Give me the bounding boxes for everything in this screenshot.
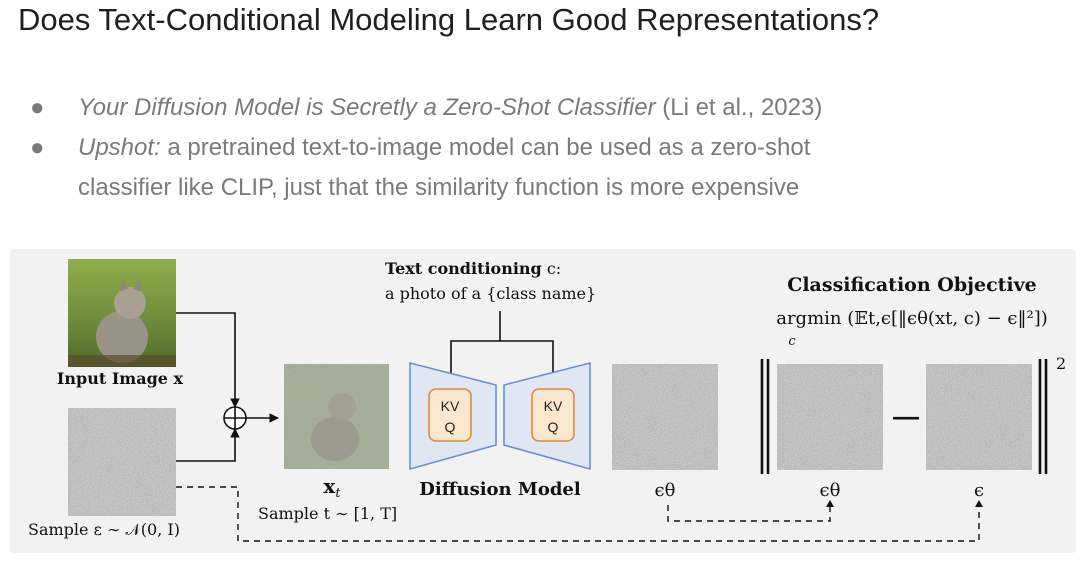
eps-label: ϵ: [974, 480, 984, 501]
input-cat-image: [68, 259, 176, 367]
objective-eps-theta-image: [777, 364, 883, 470]
noisy-image-xt: [284, 364, 389, 469]
condition-left-arrow: [446, 340, 500, 388]
objective-title: Classification Objective: [787, 274, 1037, 296]
noise-sample-label: Sample ε ∼ 𝒩(0, I): [28, 520, 180, 539]
text-conditioning-title: Text conditioning c:: [385, 259, 561, 278]
slide-title: Does Text-Conditional Modeling Learn Goo…: [18, 2, 880, 37]
text-conditioning-prompt: a photo of a {class name}: [385, 284, 596, 303]
diffusion-classifier-figure: Input Image x Sample ε ∼ 𝒩(0, I) xt Samp…: [28, 259, 1066, 542]
noise-dashed-link: [176, 486, 980, 542]
upshot-text-continuation: classifier like CLIP, just that the simi…: [78, 174, 800, 201]
objective-eps-image: [926, 364, 1032, 470]
diffusion-model-label: Diffusion Model: [419, 479, 581, 500]
eps-theta-dashed-link: [667, 503, 831, 522]
xt-label: xt: [323, 474, 341, 501]
bullet-dot: ●: [30, 94, 45, 121]
noise-to-plus-line: [176, 428, 240, 462]
upshot-text: a pretrained text-to-image model can be …: [160, 134, 811, 161]
svg-text:Q: Q: [445, 419, 456, 435]
eps-theta-label-2: ϵθ: [820, 480, 841, 501]
kv-q-block-right: KV Q: [531, 388, 575, 442]
bullet-dot: ●: [30, 134, 45, 161]
noise-image: [68, 408, 176, 516]
norm-squared: 2: [1056, 354, 1066, 373]
kv-q-block-left: KV Q: [428, 388, 472, 442]
paper-title: Your Diffusion Model is Secretly a Zero-…: [78, 94, 656, 121]
image-to-plus-line: [176, 312, 240, 408]
objective-formula: argmin (𝔼t,ϵ[‖ϵθ(xt, c) − ϵ‖²]): [776, 308, 1048, 329]
minus-sign: —: [893, 401, 919, 431]
upshot-label: Upshot:: [78, 134, 161, 161]
citation: (Li et al., 2023): [655, 94, 823, 121]
svg-text:KV: KV: [544, 398, 563, 414]
svg-text:KV: KV: [441, 398, 460, 414]
eps-theta-label-1: ϵθ: [655, 480, 676, 501]
svg-text:Q: Q: [548, 419, 559, 435]
sample-t-label: Sample t ∼ [1, T]: [258, 504, 397, 523]
predicted-noise-image: [612, 364, 718, 470]
objective-argmin-subscript: c: [788, 334, 796, 349]
input-image-label: Input Image x: [57, 369, 184, 388]
figure-panel: Input Image x Sample ε ∼ 𝒩(0, I) xt Samp…: [10, 249, 1076, 553]
